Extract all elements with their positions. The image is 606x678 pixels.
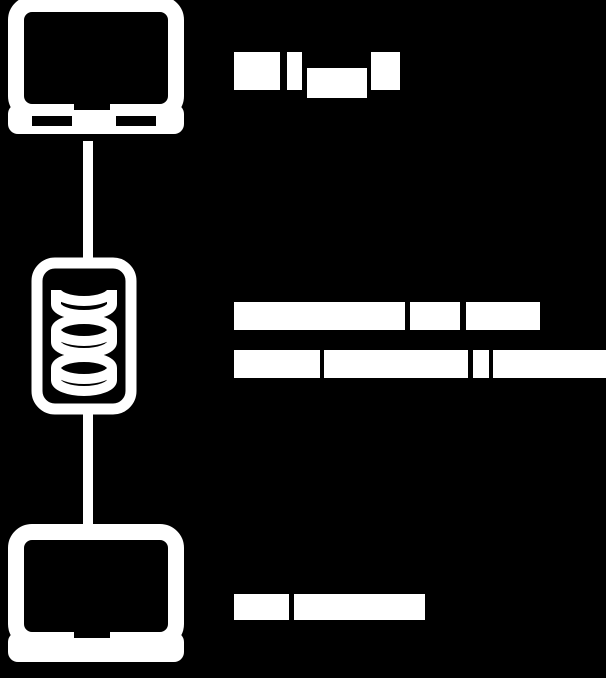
node-top-label — [234, 52, 400, 98]
connector-top-to-middle — [83, 141, 93, 263]
node-bottom-label — [234, 594, 425, 620]
node-middle-label-line-1 — [234, 302, 540, 330]
database-icon[interactable] — [30, 256, 138, 416]
laptop-icon-bottom[interactable] — [6, 524, 192, 678]
node-middle-label-line-2 — [234, 350, 606, 378]
connector-middle-to-bottom — [83, 411, 93, 533]
laptop-icon-top[interactable] — [6, 0, 192, 144]
